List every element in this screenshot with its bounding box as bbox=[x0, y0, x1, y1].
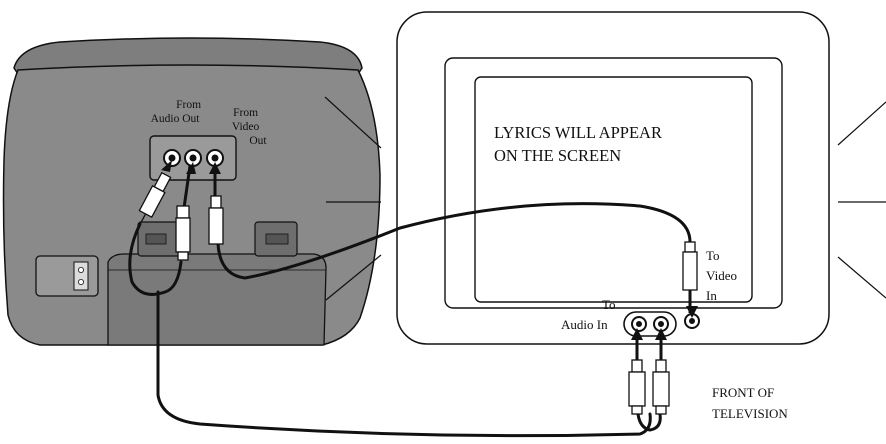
label-to-audio-in: To Audio In bbox=[561, 297, 619, 332]
arrow-audio-out-left bbox=[161, 160, 172, 172]
tv-audio-in-jacks bbox=[623, 311, 677, 337]
cables bbox=[128, 202, 692, 438]
audio-plug-left bbox=[138, 171, 172, 224]
arrow-video-out bbox=[209, 162, 221, 174]
television-front: LYRICS WILL APPEAR ON THE SCREEN To Vide… bbox=[396, 11, 830, 345]
arrow-audio-out-right bbox=[186, 162, 196, 174]
audio-out-jack-left bbox=[163, 149, 181, 167]
tv-glow-lines bbox=[324, 96, 886, 301]
plugs bbox=[138, 165, 698, 415]
arrow-video-in bbox=[686, 306, 698, 318]
arrows bbox=[161, 160, 698, 340]
audio-cable-left bbox=[128, 222, 183, 296]
arrow-audio-in-left bbox=[631, 328, 643, 340]
lyrics-message: LYRICS WILL APPEAR ON THE SCREEN bbox=[494, 123, 666, 165]
tv-video-in-jack bbox=[684, 313, 700, 329]
power-socket bbox=[35, 255, 99, 297]
audio-cable-main bbox=[156, 290, 652, 438]
unit-lower-panel bbox=[107, 253, 327, 346]
audio-cable-split bbox=[636, 412, 662, 432]
arrow-audio-in-right bbox=[655, 328, 667, 340]
video-cable bbox=[216, 202, 692, 280]
karaoke-unit-rear: From Audio Out From Video Out bbox=[2, 37, 381, 346]
label-front-of-television: FRONT OF TELEVISION bbox=[712, 385, 788, 421]
audio-plug-in-right bbox=[652, 332, 670, 415]
tv-screen bbox=[474, 76, 753, 303]
label-from-audio-out: From Audio Out bbox=[151, 99, 204, 125]
label-to-video-in: To Video In bbox=[706, 248, 740, 303]
label-from-video-out: From Video Out bbox=[232, 107, 268, 147]
